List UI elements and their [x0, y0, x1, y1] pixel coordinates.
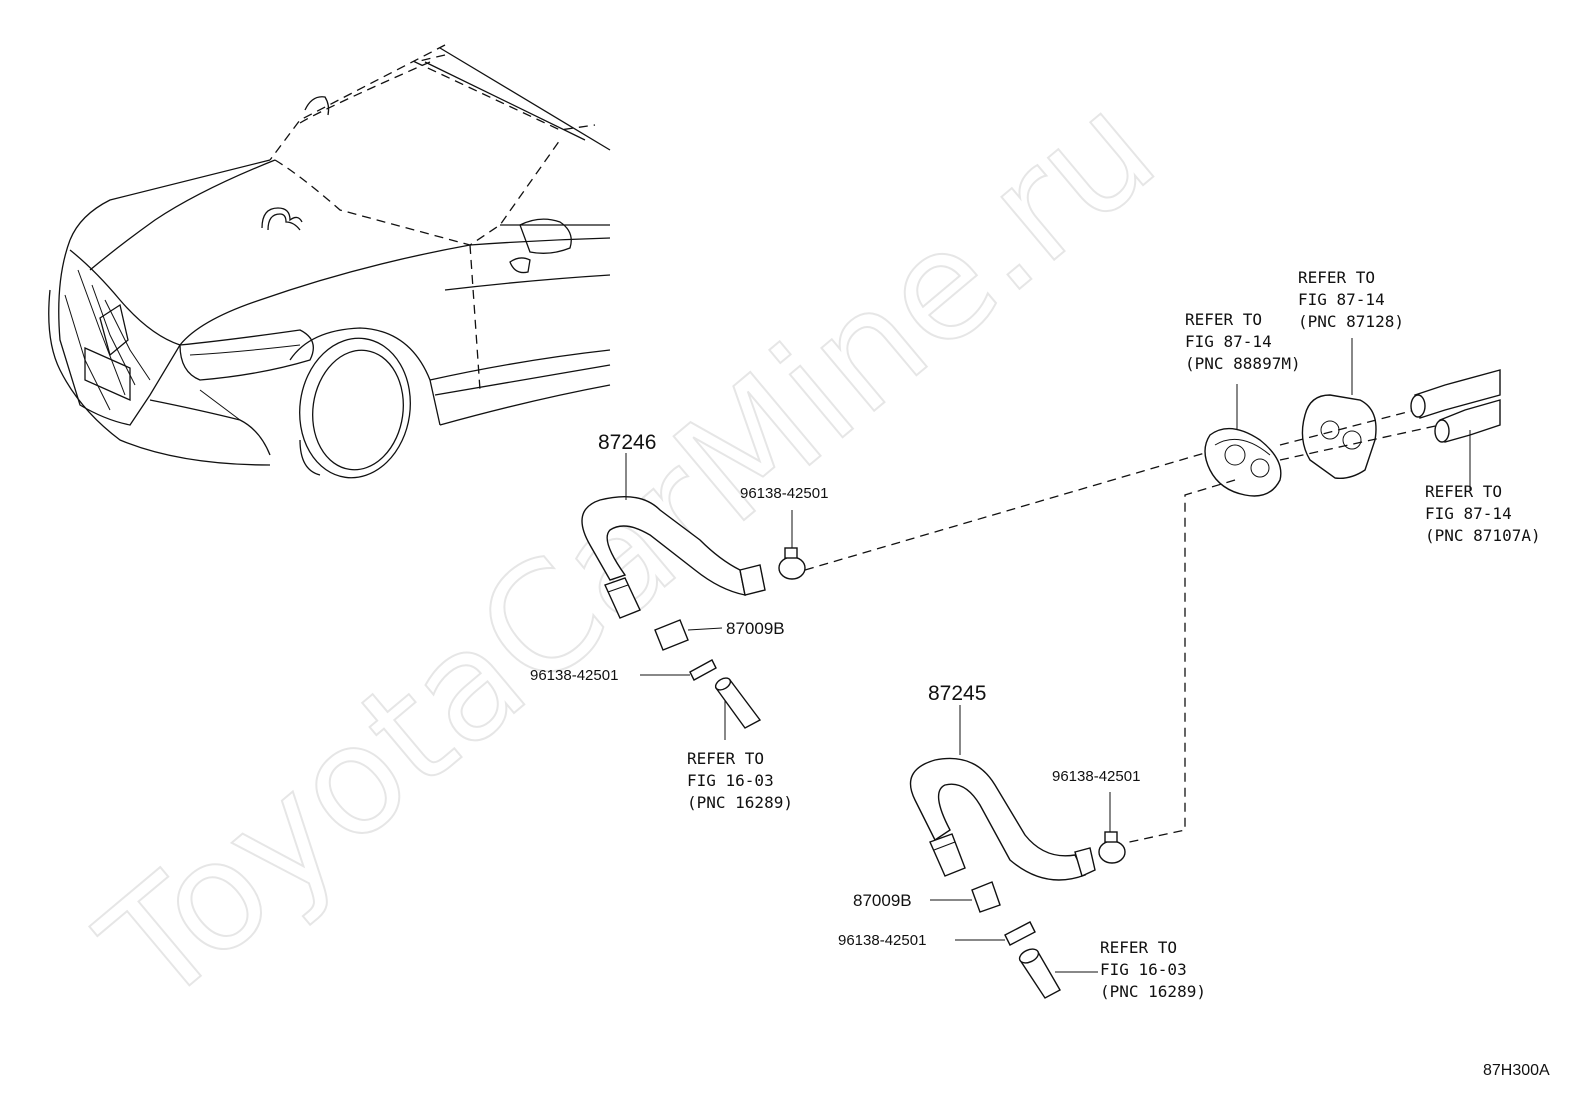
refer-valve-line3: (PNC 87128)	[1298, 312, 1404, 331]
connector-lower	[930, 881, 1001, 913]
refer-gasket: REFER TO FIG 87-14 (PNC 88897M)	[1185, 310, 1301, 373]
label-connector-upper: 87009B	[726, 619, 785, 638]
refer-gasket-line3: (PNC 88897M)	[1185, 354, 1301, 373]
label-clamp-lower-right: 96138-42501	[1052, 768, 1140, 785]
watermark-text: ToyotaCarMine.ru	[71, 62, 1187, 1038]
refer-pipes-line3: (PNC 87107A)	[1425, 526, 1541, 545]
refer-lower-pipe-line1: REFER TO	[1100, 938, 1177, 957]
refer-upper-pipe-line3: (PNC 16289)	[687, 793, 793, 812]
refer-upper-pipe: REFER TO FIG 16-03 (PNC 16289)	[687, 749, 793, 812]
gasket-88897m	[1204, 384, 1282, 497]
pipes-87107a	[1410, 369, 1501, 490]
valve-87128	[1301, 338, 1377, 480]
pipe-upper	[714, 677, 762, 740]
refer-valve: REFER TO FIG 87-14 (PNC 87128)	[1298, 268, 1404, 331]
refer-valve-line2: FIG 87-14	[1298, 290, 1385, 309]
label-clamp-lower-left: 96138-42501	[838, 932, 926, 949]
hose-87245	[909, 705, 1096, 881]
pipe-lower	[1018, 948, 1098, 999]
refer-pipes: REFER TO FIG 87-14 (PNC 87107A)	[1425, 482, 1541, 545]
refer-lower-pipe-line2: FIG 16-03	[1100, 960, 1187, 979]
refer-pipes-line2: FIG 87-14	[1425, 504, 1512, 523]
refer-lower-pipe: REFER TO FIG 16-03 (PNC 16289)	[1100, 938, 1206, 1001]
label-87246: 87246	[598, 431, 656, 454]
car-illustration	[48, 44, 611, 479]
clamp-upper-left	[640, 659, 717, 681]
refer-gasket-line2: FIG 87-14	[1185, 332, 1272, 351]
label-connector-lower: 87009B	[853, 891, 912, 910]
connector-dash-valve-lower	[1279, 424, 1441, 461]
connector-upper	[654, 619, 723, 651]
label-87245: 87245	[928, 682, 986, 705]
refer-gasket-line1: REFER TO	[1185, 310, 1262, 329]
clamp-lower-right	[1098, 792, 1126, 864]
label-clamp-upper-left: 96138-42501	[530, 667, 618, 684]
refer-pipes-line1: REFER TO	[1425, 482, 1502, 501]
connector-dash-valve-upper	[1279, 409, 1416, 446]
hose-87246	[581, 495, 766, 619]
figure-code: 87H300A	[1483, 1062, 1550, 1079]
clamp-upper-right	[778, 510, 806, 580]
refer-valve-line1: REFER TO	[1298, 268, 1375, 287]
refer-lower-pipe-line3: (PNC 16289)	[1100, 982, 1206, 1001]
refer-upper-pipe-line2: FIG 16-03	[687, 771, 774, 790]
connector-dash-lower	[1124, 479, 1236, 844]
connector-dash-upper	[804, 449, 1216, 571]
label-clamp-upper-right: 96138-42501	[740, 485, 828, 502]
clamp-lower-left	[955, 921, 1036, 946]
refer-upper-pipe-line1: REFER TO	[687, 749, 764, 768]
